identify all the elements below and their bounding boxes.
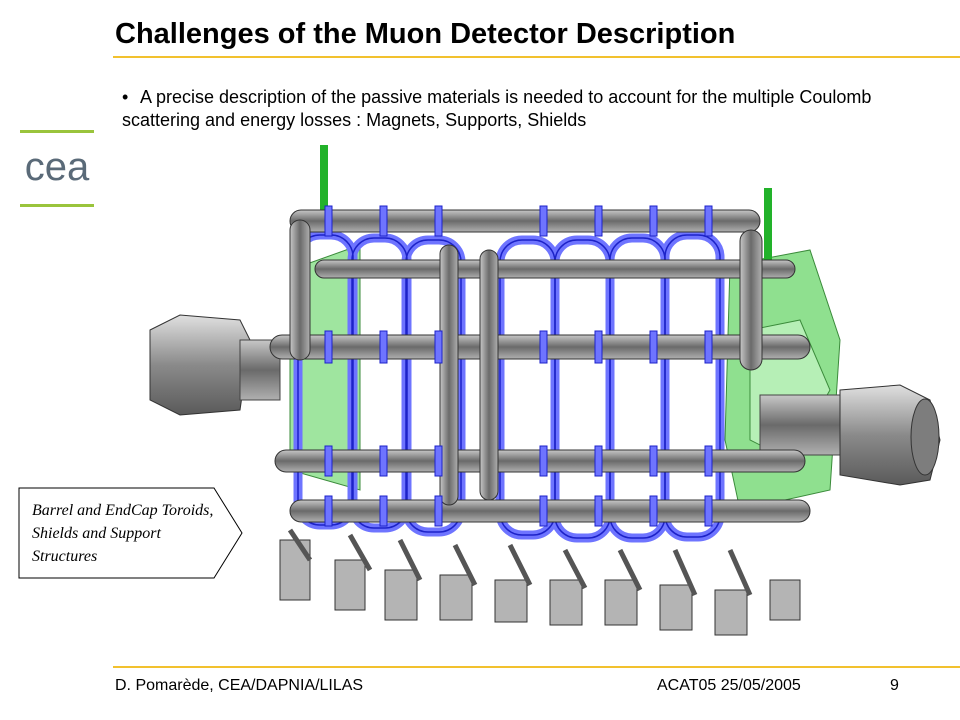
ring-clamps (324, 205, 713, 527)
cea-logo: cea (20, 130, 94, 207)
logo-top-bar (20, 130, 94, 133)
muon-detector-illustration (149, 145, 941, 636)
footer-author: D. Pomarède, CEA/DAPNIA/LILAS (115, 677, 364, 694)
support-struts (287, 528, 753, 597)
logo-bottom-bar (20, 204, 94, 207)
title-underline (113, 56, 960, 58)
bullet-dot: • (122, 87, 129, 107)
pipe-left (320, 145, 328, 225)
support-feet (279, 539, 801, 636)
footer-rule (113, 666, 960, 668)
bullet-text: A precise description of the passive mat… (122, 87, 872, 130)
barrel-coils (293, 230, 725, 543)
pipe-right (764, 188, 772, 268)
callout-text: Barrel and EndCap Toroids, Shields and S… (32, 502, 214, 565)
page-number: 9 (890, 677, 899, 694)
slide-title: Challenges of the Muon Detector Descript… (115, 18, 736, 50)
logo-wordmark: cea (25, 145, 90, 189)
footer-event: ACAT05 25/05/2005 (657, 677, 801, 694)
callout-box (18, 487, 243, 579)
barrel-coil-edges (297, 234, 721, 539)
bullet-point: •A precise description of the passive ma… (122, 86, 942, 132)
toroid-uprights (289, 219, 763, 506)
right-beam-plug (759, 384, 941, 486)
left-beam-plug (149, 314, 281, 416)
